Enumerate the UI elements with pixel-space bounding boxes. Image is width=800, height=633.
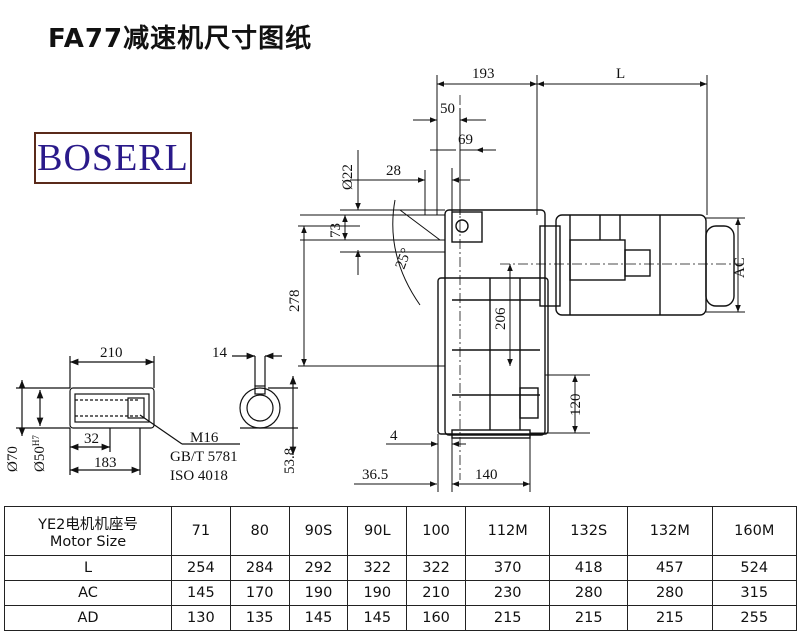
size-cell: 132S: [549, 506, 629, 556]
thread-standard-iso: ISO 4018: [170, 468, 228, 484]
dim-AC: AC: [732, 257, 748, 278]
dim-120: 120: [568, 394, 584, 417]
table-cell: 215: [549, 605, 629, 631]
dim-28: 28: [386, 163, 401, 179]
logo-text: BOSERL: [37, 137, 189, 179]
table-cell: 130: [171, 605, 231, 631]
thread-m16: M16: [190, 430, 219, 446]
dim-140: 140: [475, 467, 498, 483]
row-label: L: [4, 555, 172, 581]
table-cell: 284: [229, 555, 290, 581]
gearbox-body: [437, 209, 549, 439]
dim-tolerance-h7: H7: [31, 435, 41, 446]
table-cell: 170: [229, 580, 290, 606]
table-cell: 255: [711, 605, 797, 631]
dim-183: 183: [94, 455, 117, 471]
dim-69: 69: [458, 132, 473, 148]
table-cell: 135: [229, 605, 290, 631]
dim-phi70: Ø70: [5, 446, 21, 472]
table-cell: 524: [711, 555, 797, 581]
table-cell: 322: [347, 555, 408, 581]
row-label: AD: [4, 605, 172, 631]
table-cell: 457: [627, 555, 713, 581]
table-row: AD 130 135 145 145 160 215 215 215 255: [4, 605, 797, 631]
dim-phi50: Ø50H7: [31, 435, 48, 472]
motor-size-table: YE2电机机座号 Motor Size 71 80 90S 90L 100 11…: [4, 506, 797, 631]
brand-logo: BOSERL: [34, 132, 192, 184]
table-cell: 190: [288, 580, 349, 606]
table-cell: 145: [288, 605, 349, 631]
table-cell: 315: [711, 580, 797, 606]
size-cell: 160M: [711, 506, 797, 556]
dim-73: 73: [328, 223, 344, 238]
table-header-row: YE2电机机座号 Motor Size 71 80 90S 90L 100 11…: [4, 506, 797, 556]
row-label: AC: [4, 580, 172, 606]
table-cell: 145: [347, 605, 408, 631]
size-cell: 71: [171, 506, 231, 556]
hollow-shaft-view: [16, 356, 240, 475]
center-lines: [459, 95, 745, 480]
dim-210: 210: [100, 345, 123, 361]
dim-193: 193: [472, 66, 495, 82]
size-cell: 90L: [347, 506, 408, 556]
top-dimensions: [300, 75, 708, 306]
table-cell: 254: [171, 555, 231, 581]
table-cell: 230: [464, 580, 551, 606]
table-cell: 280: [549, 580, 629, 606]
shaft-section-view: [232, 352, 298, 455]
table-row: AC 145 170 190 190 210 230 280 280 315: [4, 580, 797, 606]
size-cell: 132M: [627, 506, 713, 556]
dim-L: L: [616, 66, 625, 82]
table-cell: 160: [406, 605, 466, 631]
header-label-en: Motor Size: [49, 533, 127, 550]
dim-phi22: Ø22: [340, 164, 356, 190]
table-cell: 210: [406, 580, 466, 606]
header-label-cn: YE2电机机座号: [38, 516, 138, 533]
table-cell: 292: [288, 555, 349, 581]
dim-4: 4: [390, 428, 398, 444]
table-cell: 145: [171, 580, 231, 606]
dim-14: 14: [212, 345, 228, 361]
side-dimensions: [298, 217, 745, 434]
table-cell: 190: [347, 580, 408, 606]
size-cell: 80: [229, 506, 290, 556]
table-cell: 322: [406, 555, 466, 581]
table-header-label: YE2电机机座号 Motor Size: [4, 506, 172, 556]
dim-50: 50: [440, 101, 455, 117]
table-cell: 370: [464, 555, 551, 581]
table-cell: 215: [464, 605, 551, 631]
bottom-dimensions: [354, 434, 531, 492]
thread-standard-gb: GB/T 5781: [170, 449, 238, 465]
technical-drawing: 193 L 50 69 28 Ø22 73 25° 278 206 AC 120…: [5, 66, 748, 492]
motor: [539, 214, 735, 316]
dim-53-8: 53.8: [282, 448, 298, 474]
dim-278: 278: [287, 290, 303, 313]
dim-phi50-value: Ø50: [32, 446, 48, 472]
table-row: L 254 284 292 322 322 370 418 457 524: [4, 555, 797, 581]
dim-206: 206: [493, 307, 509, 330]
size-cell: 100: [406, 506, 466, 556]
size-cell: 112M: [464, 506, 551, 556]
table-cell: 215: [627, 605, 713, 631]
dim-36-5: 36.5: [362, 467, 388, 483]
dim-25deg: 25°: [393, 246, 415, 271]
table-cell: 418: [549, 555, 629, 581]
dim-32: 32: [84, 431, 99, 447]
table-cell: 280: [627, 580, 713, 606]
page-title: FA77减速机尺寸图纸: [48, 24, 313, 54]
size-cell: 90S: [288, 506, 349, 556]
